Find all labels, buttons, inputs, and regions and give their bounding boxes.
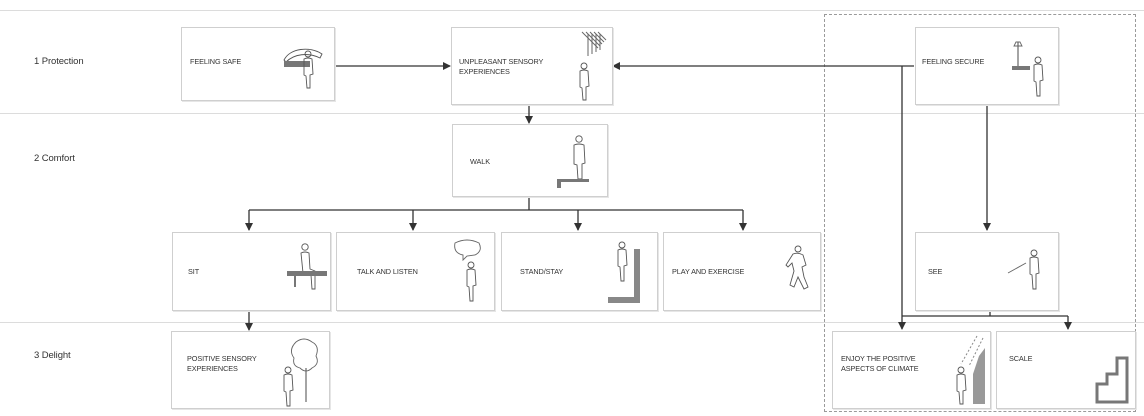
box-label: STAND/STAY [520,267,564,276]
person-tree-icon [283,338,318,407]
row-label-protection: 1 Protection [34,56,84,67]
person-sitting-icon [287,243,327,290]
box-label: POSITIVE SENSORY EXPERIENCES [187,354,257,373]
box-label: TALK AND LISTEN [357,267,418,276]
box-play-exercise: PLAY AND EXERCISE [663,232,821,311]
box-label: FEELING SAFE [190,57,242,66]
person-wall-icon [608,241,640,303]
box-label: SCALE [1009,354,1033,363]
box-label: SEE [928,267,943,276]
person-walking-icon [557,135,589,188]
box-enjoy-climate: ENJOY THE POSITIVE ASPECTS OF CLIMATE [832,331,991,409]
box-feeling-secure: FEELING SECURE [915,27,1059,105]
box-label: WALK [470,157,491,166]
box-label: FEELING SECURE [922,57,985,66]
person-rain-icon [579,31,607,101]
row-divider-1 [0,113,1144,114]
person-looking-icon [1007,249,1040,290]
row-divider-top [0,10,1144,11]
box-label: UNPLEASANT SENSORY EXPERIENCES [459,57,544,76]
person-running-icon [785,245,809,290]
box-walk: WALK [452,124,608,197]
box-unpleasant-sensory: UNPLEASANT SENSORY EXPERIENCES [451,27,613,105]
dashed-region [824,14,1136,412]
person-sun-icon [956,335,985,405]
box-feeling-safe: FEELING SAFE [181,27,335,101]
box-positive-sensory: POSITIVE SENSORY EXPERIENCES [171,331,330,409]
row-divider-2 [0,322,1144,323]
person-lamp-icon [1012,41,1044,97]
box-talk-listen: TALK AND LISTEN [336,232,495,311]
person-speech-bubble-icon [454,239,481,302]
person-shelter-icon [283,48,323,89]
box-stand-stay: STAND/STAY [501,232,658,311]
row-label-delight: 3 Delight [34,350,71,361]
row-label-comfort: 2 Comfort [34,153,75,164]
box-see: SEE [915,232,1059,311]
person-building-icon [1095,356,1129,404]
box-label: ENJOY THE POSITIVE ASPECTS OF CLIMATE [841,354,919,373]
box-sit: SIT [172,232,331,311]
box-label: SIT [188,267,200,276]
box-scale: SCALE [996,331,1136,409]
box-label: PLAY AND EXERCISE [672,267,745,276]
